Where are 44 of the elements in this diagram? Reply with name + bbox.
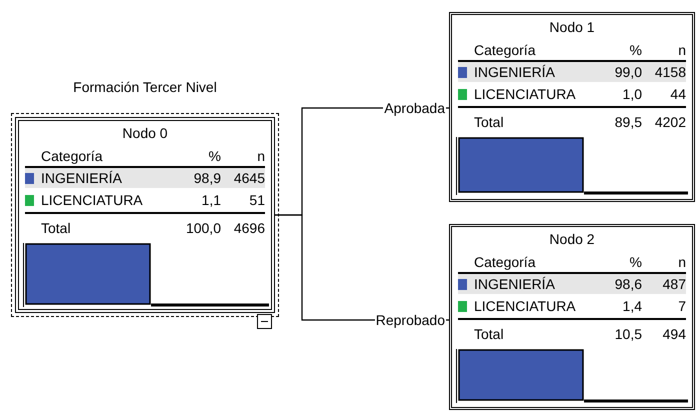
percent-value: 99,0 bbox=[614, 63, 642, 82]
count-value: 4645 bbox=[234, 169, 265, 188]
category-name: INGENIERÍA bbox=[474, 275, 555, 294]
split-variable-label: Formación Tercer Nivel bbox=[72, 79, 218, 95]
percent-value: 98,9 bbox=[194, 169, 221, 188]
node-title: Nodo 0 bbox=[121, 124, 169, 143]
category-name: LICENCIATURA bbox=[474, 85, 576, 104]
total-label: Total bbox=[474, 113, 504, 132]
count-value: 4696 bbox=[234, 219, 265, 238]
category-name: INGENIERÍA bbox=[474, 63, 555, 82]
total-label: Total bbox=[474, 325, 504, 344]
count-value: 4158 bbox=[654, 63, 686, 82]
count-value: 51 bbox=[249, 191, 265, 210]
percent-value: 1,1 bbox=[202, 191, 221, 210]
total-label: Total bbox=[41, 219, 71, 238]
count-value: 494 bbox=[662, 325, 686, 344]
column-header: % bbox=[630, 41, 642, 60]
category-name: LICENCIATURA bbox=[41, 191, 143, 210]
edge-label: Aprobada bbox=[383, 100, 446, 116]
percent-value: 10,5 bbox=[614, 325, 642, 344]
percent-value: 98,6 bbox=[614, 275, 642, 294]
percent-value: 89,5 bbox=[614, 113, 642, 132]
count-value: 487 bbox=[662, 275, 686, 294]
edge-label: Reprobado bbox=[374, 312, 446, 328]
category-name: INGENIERÍA bbox=[41, 169, 122, 188]
node-title: Nodo 1 bbox=[548, 18, 596, 37]
column-header: n bbox=[678, 253, 686, 272]
node-title: Nodo 2 bbox=[548, 230, 596, 249]
tree-node-box bbox=[449, 12, 695, 202]
column-header: n bbox=[678, 41, 686, 60]
column-header: % bbox=[208, 147, 221, 166]
column-header: n bbox=[257, 147, 265, 166]
column-header: Categoría bbox=[474, 41, 536, 60]
column-header: % bbox=[630, 253, 642, 272]
tree-node-box bbox=[449, 224, 695, 410]
percent-value: 1,4 bbox=[622, 297, 642, 316]
percent-value: 100,0 bbox=[186, 219, 221, 238]
count-value: 4202 bbox=[654, 113, 686, 132]
count-value: 7 bbox=[678, 297, 686, 316]
category-name: LICENCIATURA bbox=[474, 297, 576, 316]
count-value: 44 bbox=[670, 85, 686, 104]
column-header: Categoría bbox=[474, 253, 536, 272]
column-header: Categoría bbox=[41, 147, 102, 166]
percent-value: 1,0 bbox=[622, 85, 642, 104]
